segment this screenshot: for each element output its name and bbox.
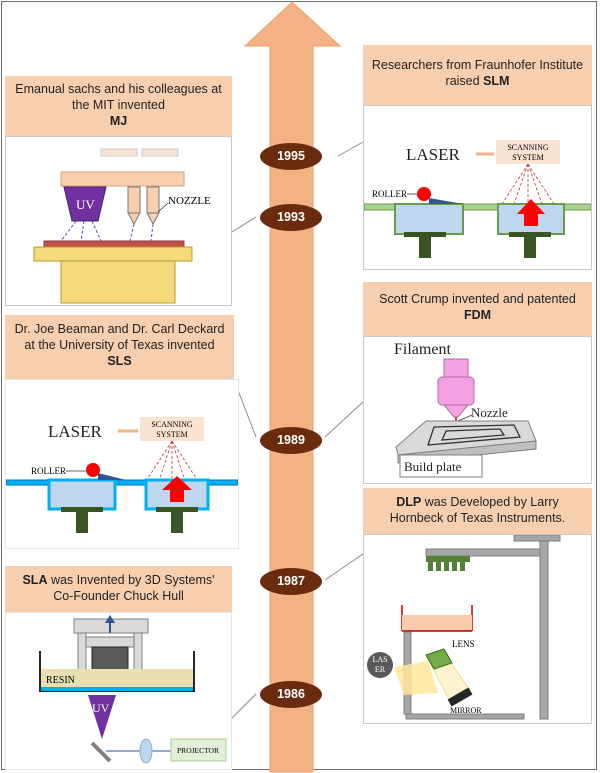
fdm-filament-label: Filament [394, 341, 451, 358]
dlp-caption: DLP was Developed by Larry Hornbeck of T… [363, 488, 592, 534]
sls-scanning-label: SCANNING [151, 420, 193, 429]
sls-laser-label: LASER [48, 422, 103, 441]
dlp-diagram: LENS LAS ER MIRROR [367, 534, 561, 720]
slm-caption-text: Researchers from Fraunhofer Institute ra… [371, 58, 584, 88]
sls-roller-label: ROLLER [31, 466, 66, 476]
dlp-panel: LENS LAS ER MIRROR [363, 534, 592, 724]
fdm-panel: Filament Nozzle Build plate [363, 336, 592, 484]
fdm-caption: Scott Crump invented and patented FDM [363, 282, 592, 336]
year-bubble-1989: 1989 [260, 427, 322, 454]
mj-caption: Emanual sachs and his colleagues at the … [5, 76, 232, 136]
slm-scanning-label: SCANNING [507, 143, 549, 152]
fdm-diagram: Filament Nozzle Build plate [394, 341, 537, 478]
fdm-build-plate-label: Build plate [404, 459, 462, 474]
sls-caption: Dr. Joe Beaman and Dr. Carl Deckard at t… [5, 315, 234, 379]
sla-caption-bold: SLA [22, 573, 48, 587]
sls-caption-text: Dr. Joe Beaman and Dr. Carl Deckard at t… [14, 322, 225, 352]
dlp-mirror-label: MIRROR [450, 706, 482, 715]
dlp-caption-text: was Developed by Larry Hornbeck of Texas… [389, 495, 566, 525]
dlp-laser-bottom: ER [375, 665, 386, 674]
sls-diagram: LASER SCANNING SYSTEM ROLLER [5, 417, 239, 533]
sla-diagram: RESIN UV PROJECTOR [39, 615, 227, 764]
dlp-laser-top: LAS [372, 655, 387, 664]
year-bubble-1993: 1993 [260, 204, 322, 231]
year-bubble-1995: 1995 [260, 143, 322, 170]
slm-diagram: LASER SCANNING SYSTEM ROLLER [363, 140, 592, 258]
sla-caption-text: was Invented by 3D Systems' Co-Founder C… [50, 573, 215, 603]
year-bubble-1986: 1986 [260, 681, 322, 708]
mj-uv-label: UV [76, 197, 95, 212]
sla-panel: RESIN UV PROJECTOR [5, 612, 232, 770]
sls-system-label: SYSTEM [156, 430, 188, 439]
slm-laser-label: LASER [406, 145, 461, 164]
dlp-caption-bold: DLP [396, 495, 422, 509]
slm-roller-label: ROLLER [372, 189, 407, 199]
sla-projector-label: PROJECTOR [177, 746, 219, 755]
slm-system-label: SYSTEM [512, 153, 544, 162]
sla-caption: SLA was Invented by 3D Systems' Co-Found… [5, 566, 232, 612]
mj-caption-text: Emanual sachs and his colleagues at the … [15, 82, 222, 112]
slm-caption: Researchers from Fraunhofer Institute ra… [363, 45, 592, 105]
mj-nozzle-label: NOZZLE [168, 195, 211, 207]
year-bubble-1987: 1987 [260, 568, 322, 595]
sls-caption-bold: SLS [107, 354, 132, 368]
fdm-nozzle-label: Nozzle [471, 405, 508, 420]
sla-resin-label: RESIN [46, 675, 75, 686]
slm-caption-bold: SLM [483, 74, 510, 88]
slm-panel: LASER SCANNING SYSTEM ROLLER [363, 105, 592, 270]
mj-diagram: UV NOZZLE [33, 148, 211, 304]
fdm-caption-bold: FDM [463, 308, 492, 322]
sls-panel: LASER SCANNING SYSTEM ROLLER [5, 379, 239, 549]
sla-uv-label: UV [92, 701, 110, 715]
dlp-lens-label: LENS [452, 639, 475, 649]
mj-caption-bold: MJ [109, 114, 128, 128]
mj-panel: UV NOZZLE [5, 136, 232, 306]
fdm-caption-text: Scott Crump invented and patented [379, 292, 576, 306]
